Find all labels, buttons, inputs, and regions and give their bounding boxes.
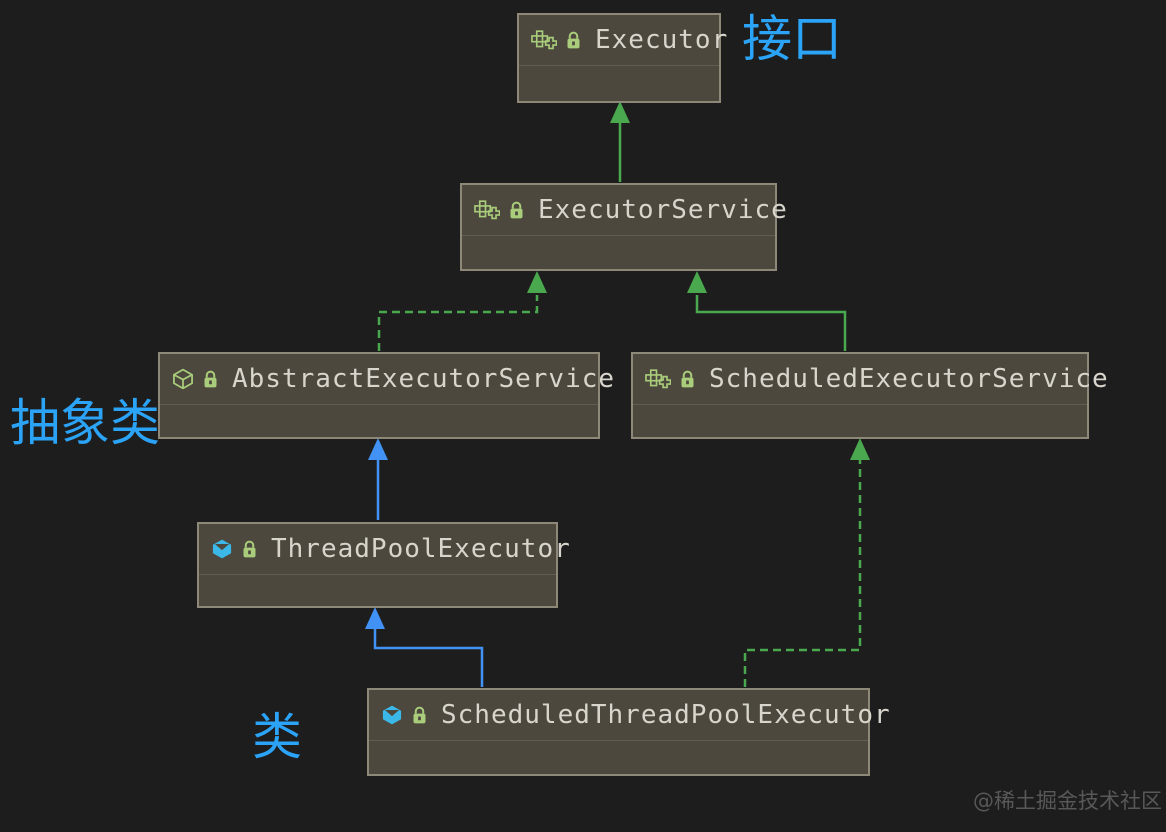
node-abstractexecutorservice-label: AbstractExecutorService: [232, 364, 616, 394]
node-scheduledexecutorservice-title: ScheduledExecutorService: [633, 354, 1108, 405]
interface-icon: [645, 368, 671, 390]
edge-abstractexecutorservice-implements-executorservice[interactable]: [377, 271, 547, 351]
node-threadpoolexecutor-body: [199, 575, 556, 606]
node-scheduledthreadpoolexecutor[interactable]: ScheduledThreadPoolExecutor: [367, 688, 890, 776]
abstract-class-annotation: 抽象类: [10, 394, 160, 452]
node-threadpoolexecutor[interactable]: ThreadPoolExecutor: [197, 522, 570, 608]
node-abstractexecutorservice[interactable]: AbstractExecutorService: [158, 352, 614, 439]
class-annotation: 类: [252, 708, 302, 766]
node-executor-label: Executor: [595, 25, 729, 55]
lock-icon: [203, 370, 218, 389]
edge-scheduledexecutorservice-extends-executorservice[interactable]: [687, 271, 847, 351]
lock-icon: [680, 370, 695, 389]
interface-icon: [474, 199, 500, 221]
node-abstractexecutorservice-title: AbstractExecutorService: [160, 354, 614, 405]
edge-executorservice-extends-executor[interactable]: [610, 101, 630, 182]
interface-icon: [531, 29, 557, 51]
node-threadpoolexecutor-title: ThreadPoolExecutor: [199, 524, 570, 575]
node-executor-title: Executor: [519, 15, 727, 66]
edge-threadpoolexecutor-extends-abstractexecutorservice[interactable]: [368, 438, 388, 520]
class-icon: [211, 538, 233, 560]
node-scheduledexecutorservice-body: [633, 405, 1087, 437]
lock-icon: [412, 706, 427, 725]
abstract-class-icon: [172, 368, 194, 390]
node-executorservice-title: ExecutorService: [462, 185, 787, 236]
node-executorservice-body: [462, 236, 775, 269]
node-scheduledthreadpoolexecutor-body: [369, 741, 868, 774]
node-scheduledexecutorservice[interactable]: ScheduledExecutorService: [631, 352, 1108, 439]
edge-scheduledthreadpoolexecutor-implements-scheduledexecutorservice[interactable]: [743, 438, 870, 687]
lock-icon: [566, 31, 581, 50]
lock-icon: [242, 540, 257, 559]
interface-annotation: 接口: [742, 10, 842, 68]
node-executorservice[interactable]: ExecutorService: [460, 183, 787, 271]
class-icon: [381, 704, 403, 726]
node-executor[interactable]: Executor: [517, 13, 727, 103]
node-threadpoolexecutor-label: ThreadPoolExecutor: [271, 534, 571, 564]
edge-scheduledthreadpoolexecutor-extends-threadpoolexecutor[interactable]: [365, 607, 484, 687]
node-scheduledthreadpoolexecutor-title: ScheduledThreadPoolExecutor: [369, 690, 890, 741]
node-executor-body: [519, 66, 719, 101]
node-abstractexecutorservice-body: [160, 405, 598, 437]
watermark: @稀土掘金技术社区: [973, 789, 1162, 813]
node-scheduledexecutorservice-label: ScheduledExecutorService: [709, 364, 1109, 394]
node-executorservice-label: ExecutorService: [538, 195, 788, 225]
node-scheduledthreadpoolexecutor-label: ScheduledThreadPoolExecutor: [441, 700, 891, 730]
lock-icon: [509, 201, 524, 220]
